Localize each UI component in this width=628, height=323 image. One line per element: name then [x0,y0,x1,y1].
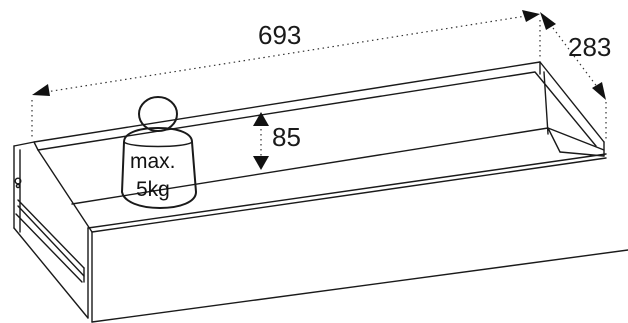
front-panel-top-edge [87,153,607,229]
left-wall-bottom [13,227,89,319]
left-wall-outer [13,141,93,233]
height-arrow-bottom-icon [253,156,269,170]
weight-max-label: max. [130,150,176,173]
drawer-floor-right-edge [547,127,605,151]
length-dimension-line [45,15,527,93]
length-arrow-right-icon [522,10,540,22]
mounting-hole-inner-icon [15,183,21,189]
depth-dimension: 283 [540,12,611,140]
drawer-runner-bottom [17,205,85,277]
front-panel-bottom-edge [91,249,628,323]
depth-dimension-line [549,23,599,89]
back-wall-inner-edge [37,71,597,151]
depth-label: 283 [568,32,611,62]
length-label: 693 [258,20,301,50]
length-arrow-left-icon [32,84,50,96]
height-label: 85 [272,122,301,152]
drawer-body [13,61,628,323]
weight-icon: max. 5kg [121,96,197,209]
drawer-runner-lower [15,213,83,283]
length-dimension: 693 [31,10,541,140]
weight-knob [138,96,178,132]
depth-arrow-bottom-icon [592,82,606,100]
drawer-runner-top [17,199,85,269]
height-arrow-top-icon [253,112,269,126]
depth-arrow-top-icon [540,12,556,30]
weight-body [121,127,197,209]
weight-top-rim [123,141,193,148]
front-panel-inner-top-edge [91,157,607,233]
weight-value-label: 5kg [136,178,170,201]
right-wall-inner-vertical [543,71,549,135]
height-dimension: 85 [253,112,301,170]
